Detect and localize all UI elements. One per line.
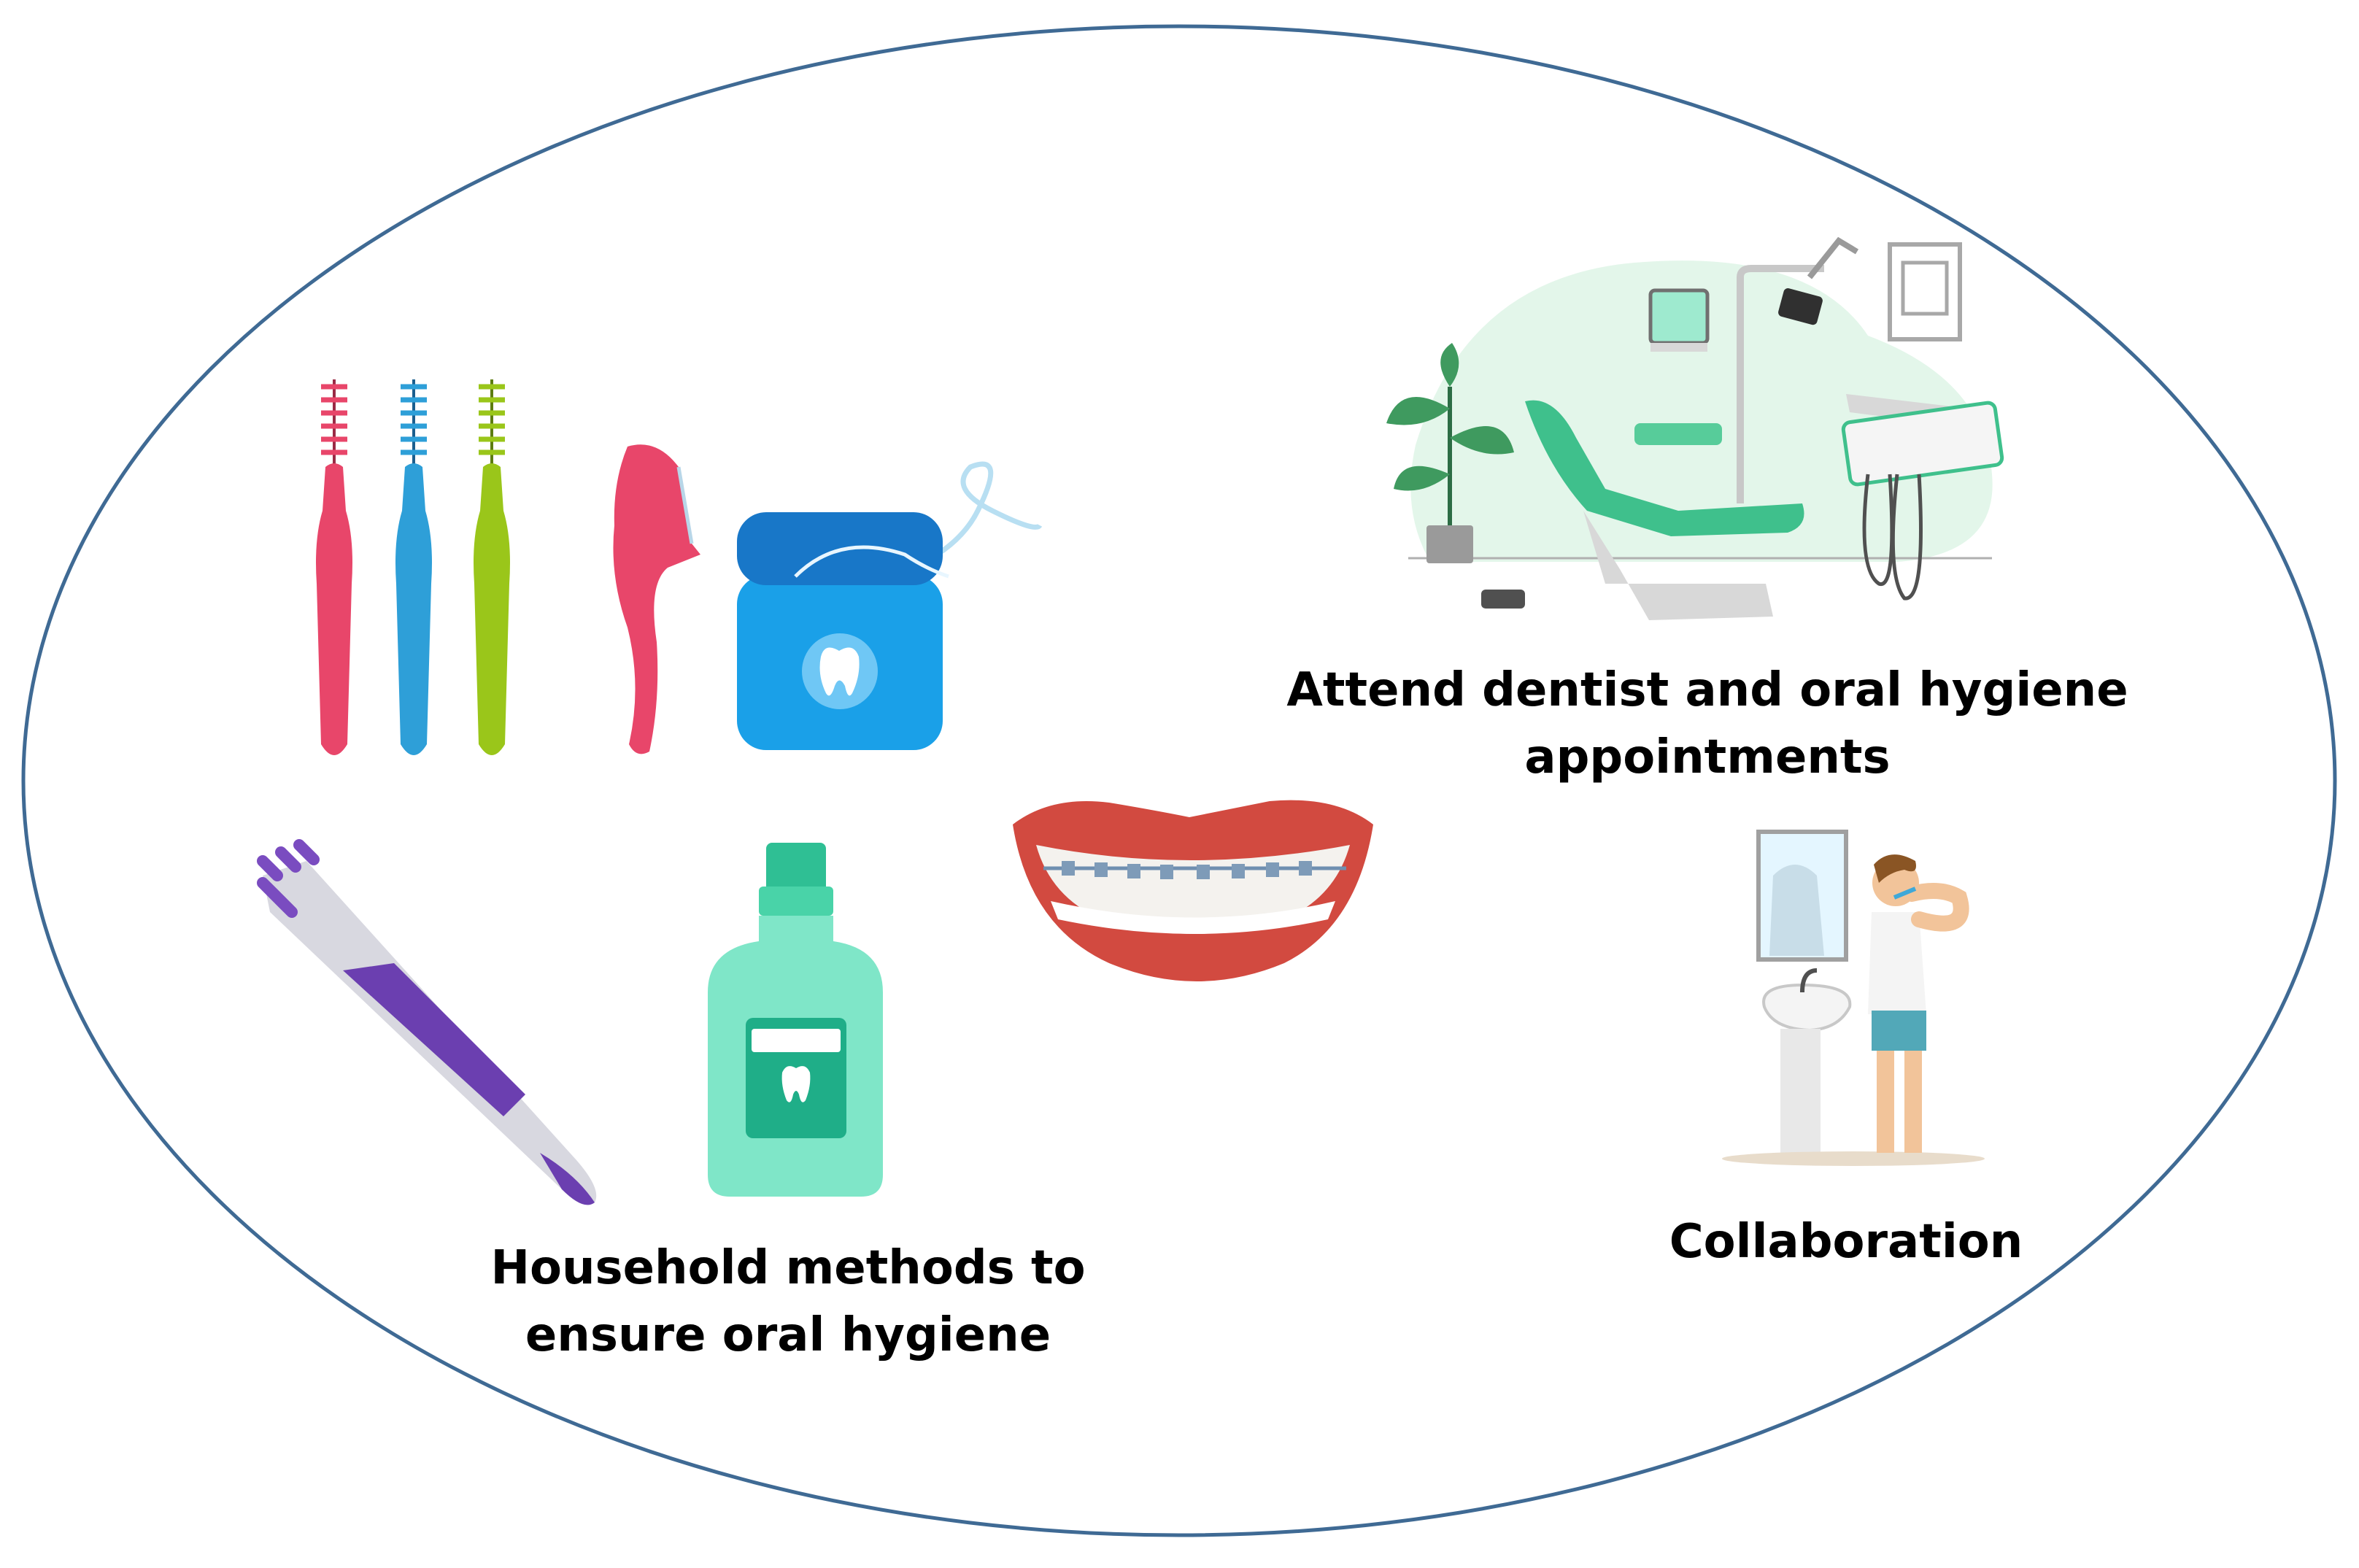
person-brushing-teeth-icon — [1722, 830, 1985, 1166]
collaboration-label: Collaboration — [1669, 1215, 2023, 1269]
dental-floss-icon — [737, 461, 1043, 750]
smile-with-braces-icon — [1013, 800, 1373, 981]
interdental-brush-icon — [316, 379, 510, 755]
dentist-label-line2: appointments — [1524, 730, 1891, 784]
household-label-line2: ensure oral hygiene — [525, 1308, 1051, 1362]
household-label-line1: Household methods to — [490, 1241, 1086, 1295]
outer-ellipse — [21, 24, 2337, 1537]
dentist-appointments-label: Attend dentist and oral hygiene appointm… — [1270, 657, 2145, 791]
floss-pick-icon — [613, 444, 700, 754]
mouthwash-icon — [708, 843, 883, 1197]
household-methods-label: Household methods to ensure oral hygiene — [409, 1235, 1167, 1369]
dentist-label-line1: Attend dentist and oral hygiene — [1286, 663, 2128, 717]
toothbrush-icon — [257, 839, 597, 1205]
dental-clinic-icon — [1386, 236, 2004, 620]
